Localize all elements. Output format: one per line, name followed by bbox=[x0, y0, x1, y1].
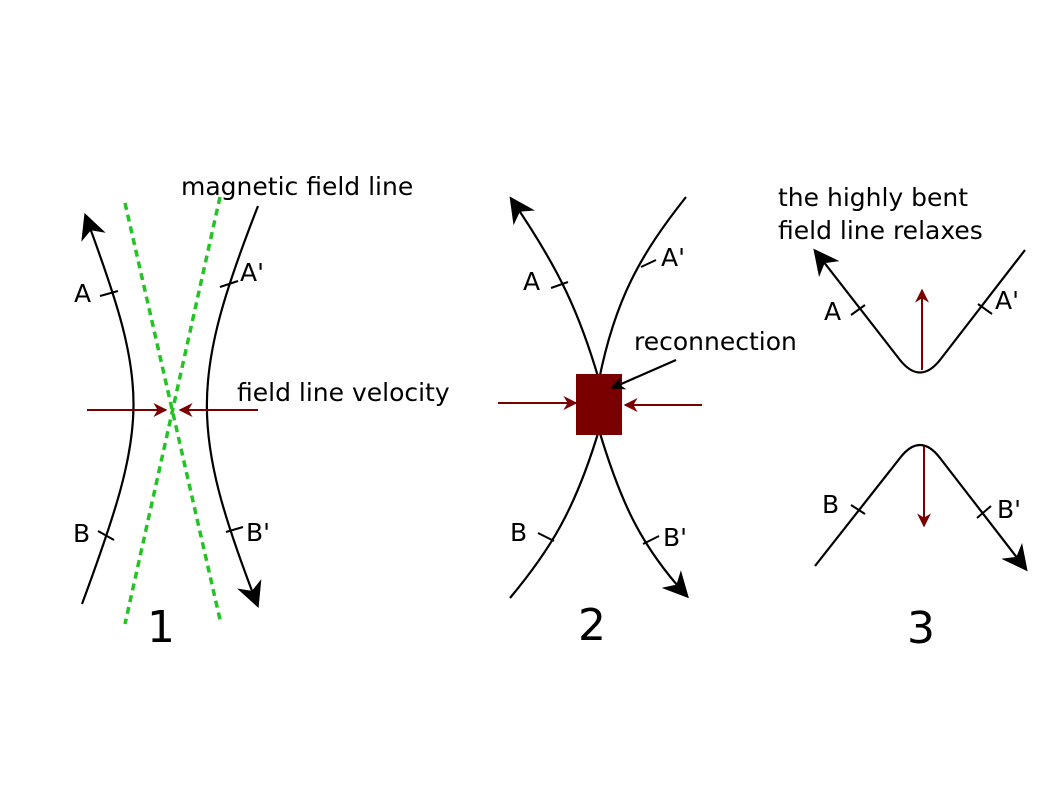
field-line-velocity-label: field line velocity bbox=[237, 378, 450, 407]
field-line-left bbox=[80, 212, 135, 605]
tick-b-prime bbox=[976, 505, 992, 519]
label-b-prime: B' bbox=[663, 523, 687, 552]
tick-a-prime bbox=[977, 303, 993, 315]
panel-3: A A' B B' the highly bent field line rel… bbox=[778, 183, 1028, 654]
label-b: B bbox=[73, 519, 90, 548]
label-a-prime: A' bbox=[995, 286, 1019, 315]
field-line-right bbox=[205, 205, 262, 609]
tick-a-prime bbox=[219, 280, 239, 288]
field-line-lower-v bbox=[814, 443, 1028, 572]
relaxes-label-line-1: the highly bent bbox=[778, 183, 968, 212]
tick-b-prime bbox=[225, 526, 244, 533]
panel-number-3: 3 bbox=[907, 603, 935, 654]
tick-a bbox=[550, 281, 569, 289]
panel-2: A A' B B' reconnection 2 bbox=[498, 196, 797, 651]
tick-a bbox=[99, 290, 119, 297]
label-b-prime: B' bbox=[246, 518, 270, 547]
panel-number-1: 1 bbox=[147, 602, 175, 653]
label-a: A bbox=[74, 279, 91, 308]
label-a: A bbox=[824, 297, 841, 326]
label-a-prime: A' bbox=[661, 243, 685, 272]
field-line-lower-right bbox=[597, 429, 689, 599]
tick-b-prime bbox=[642, 535, 660, 545]
panel-1: A A' B B' magnetic field line field line… bbox=[73, 172, 450, 653]
tick-b bbox=[850, 504, 866, 515]
reconnection-region bbox=[576, 374, 622, 435]
label-a-prime: A' bbox=[240, 258, 264, 287]
label-b: B bbox=[510, 518, 527, 547]
panel-number-2: 2 bbox=[578, 600, 606, 651]
field-line-lower-left bbox=[509, 429, 601, 599]
reconnection-pointer bbox=[610, 358, 677, 390]
tick-a bbox=[850, 304, 866, 316]
label-b-prime: B' bbox=[997, 495, 1021, 524]
tick-b bbox=[97, 530, 115, 541]
separatrix-line-2 bbox=[123, 196, 222, 625]
field-line-upper-left bbox=[509, 196, 601, 381]
tick-a-prime bbox=[640, 259, 657, 268]
tick-b bbox=[537, 532, 555, 542]
reconnection-label: reconnection bbox=[634, 327, 797, 356]
label-b: B bbox=[822, 490, 839, 519]
relaxes-label-line-2: field line relaxes bbox=[778, 216, 983, 245]
label-a: A bbox=[523, 267, 540, 296]
field-line-upper-v bbox=[813, 248, 1026, 374]
magnetic-field-line-label: magnetic field line bbox=[181, 172, 413, 201]
field-line-upper-right bbox=[597, 196, 687, 381]
